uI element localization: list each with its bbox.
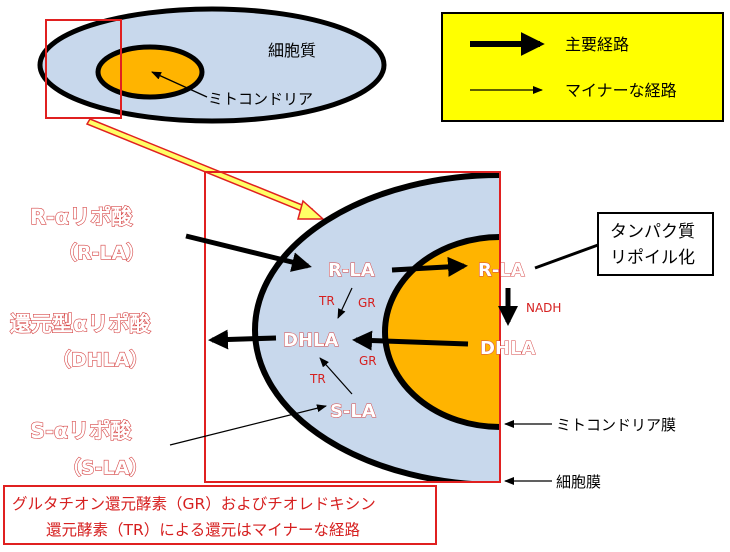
zoomed-mitochondrion: [382, 234, 500, 430]
protein-box-line1: タンパク質: [610, 222, 695, 242]
nadh-label: NADH: [526, 301, 561, 315]
note-box: [3, 485, 437, 545]
arrow-r-la-entry: [185, 233, 312, 272]
protein-lipoylation-box: タンパク質 リポイル化: [534, 212, 714, 276]
r-la-abbr: （R-LA）: [58, 241, 145, 264]
cell-membrane-label: 細胞膜: [556, 473, 601, 491]
arrow-r-la-to-dhla-minor: [337, 287, 353, 319]
dhla-name: 還元型αリポ酸: [10, 312, 151, 336]
note-line1: グルタチオン還元酵素（GR）およびチオレドキシン: [12, 495, 376, 513]
dhla-cytoplasm: DHLA: [283, 330, 338, 351]
s-la-abbr: （S-LA）: [62, 456, 148, 479]
r-la-name: R-αリポ酸: [30, 205, 133, 229]
r-la-cytoplasm: R-LA: [328, 260, 375, 281]
r-la-mitochondrion: R-LA: [478, 260, 525, 281]
reduction-note: グルタチオン還元酵素（GR）およびチオレドキシン 還元酵素（TR）による還元はマ…: [3, 485, 437, 545]
legend: 主要経路 マイナーな経路: [441, 12, 724, 122]
legend-box: [441, 12, 724, 122]
s-la-name: S-αリポ酸: [30, 419, 132, 443]
pathway-arrows: [169, 233, 518, 446]
protein-box-frame: [597, 212, 714, 276]
gr-label-bottom: GR: [359, 354, 377, 368]
zoom-source-box: [45, 19, 122, 119]
mitochondria-label: ミトコンドリア: [208, 90, 313, 108]
legend-minor-label: マイナーな経路: [565, 81, 677, 100]
gr-label-top: GR: [358, 296, 376, 310]
zoom-connector-arrow: [85, 118, 325, 220]
legend-major-label: 主要経路: [565, 35, 629, 54]
mito-membrane-label: ミトコンドリア膜: [556, 416, 676, 434]
top-cell-mitochondrion: [95, 44, 205, 100]
tr-label-bottom: TR: [309, 372, 326, 386]
mitochondria-pointer: [151, 71, 208, 98]
s-la-cytoplasm: S-LA: [330, 401, 376, 422]
protein-box-line2: リポイル化: [610, 248, 695, 268]
top-cell: 細胞質 ミトコンドリア: [37, 6, 387, 220]
dhla-mitochondrion: DHLA: [480, 338, 535, 359]
arrow-r-la-to-mito: [391, 256, 468, 277]
arrow-s-la-to-dhla-minor: [319, 357, 353, 395]
tr-label-top: TR: [318, 294, 335, 308]
arrow-dhla-exit: [208, 329, 277, 350]
arrow-dhla-mito-to-cyto: [352, 330, 469, 351]
dhla-abbr: （DHLA）: [52, 348, 149, 371]
protein-box-connector: [534, 243, 599, 270]
cytoplasm-label: 細胞質: [268, 41, 316, 60]
arrow-s-la-entry: [169, 404, 327, 446]
note-line2: 還元酵素（TR）による還元はマイナーな経路: [46, 521, 360, 539]
zoom-frame: [204, 171, 501, 483]
